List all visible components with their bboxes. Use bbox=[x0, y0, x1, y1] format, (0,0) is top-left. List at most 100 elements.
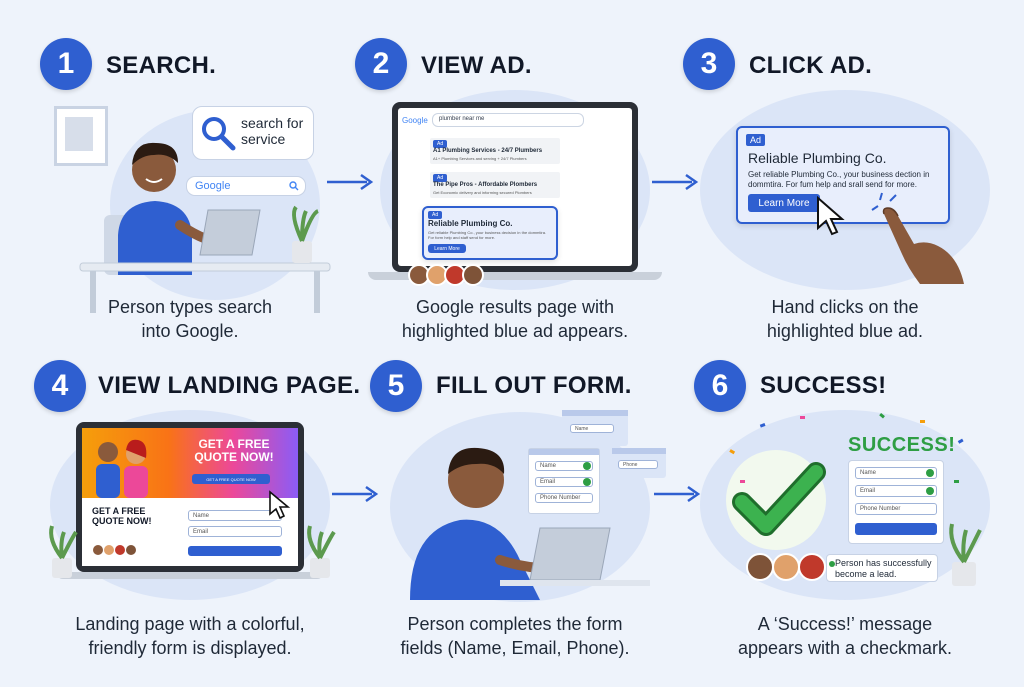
result-title: A1 Plumbing Services - 24/7 Plumbers bbox=[433, 148, 543, 154]
laptop-screen: Google plumber near me Ad A1 Plumbing Se… bbox=[398, 108, 632, 266]
learn-more-button[interactable]: Learn More bbox=[748, 194, 820, 212]
person-at-laptop bbox=[79, 142, 331, 313]
form-title-line-2: QUOTE NOW! bbox=[92, 516, 152, 526]
name-field[interactable]: Name bbox=[535, 461, 593, 471]
ad-tag: Ad bbox=[433, 140, 448, 148]
step-3-caption: Hand clicks on the highlighted blue ad. bbox=[680, 295, 1010, 343]
success-checkmark-icon bbox=[726, 450, 826, 550]
floating-card-2: Phone bbox=[612, 448, 666, 478]
learn-more-button[interactable]: Learn More bbox=[428, 244, 466, 253]
step-6: 6 SUCCESS! SUCCESS! Name Email Phone Num… bbox=[680, 350, 1010, 680]
person-typing bbox=[410, 447, 650, 600]
plant-right bbox=[307, 525, 336, 578]
success-headline: SUCCESS! bbox=[848, 434, 956, 456]
floating-phone-field: Phone bbox=[618, 460, 658, 469]
submit-button[interactable] bbox=[855, 523, 937, 535]
ad-tag: Ad bbox=[428, 211, 443, 219]
email-field[interactable]: Email bbox=[188, 526, 282, 537]
google-search-bar: Google bbox=[186, 176, 306, 196]
hero-people bbox=[96, 439, 148, 498]
check-icon bbox=[583, 478, 591, 486]
ad-desc-2: dommtira. For fum help and srall send fo… bbox=[748, 180, 917, 189]
submit-button[interactable] bbox=[188, 546, 282, 556]
mouse-cursor-icon bbox=[817, 196, 845, 236]
caption-line-1: A ‘Success!’ message bbox=[757, 614, 933, 634]
result-1: Ad A1 Plumbing Services - 24/7 Plumbers … bbox=[430, 138, 560, 164]
caption-line-2: friendly form is displayed. bbox=[88, 638, 292, 658]
success-form-card: Name Email Phone Number bbox=[848, 460, 944, 544]
phone-field[interactable]: Phone Number bbox=[535, 493, 593, 503]
avatar-group bbox=[408, 264, 484, 286]
phone-field[interactable]: Phone Number bbox=[855, 503, 937, 515]
search-query-bar: plumber near me bbox=[432, 113, 584, 127]
floating-card-1: Name bbox=[562, 410, 628, 446]
email-field[interactable]: Email bbox=[855, 485, 937, 497]
lead-text-1: Person has successfully bbox=[835, 558, 932, 568]
check-icon bbox=[829, 561, 835, 567]
arrow-2-to-3 bbox=[652, 173, 699, 191]
caption-line-2: appears with a checkmark. bbox=[737, 638, 953, 658]
bubble-text-1: search for bbox=[241, 115, 304, 131]
hero-cta-button[interactable]: GET A FREE QUOTE NOW bbox=[192, 474, 270, 484]
confetti bbox=[729, 412, 964, 483]
check-icon bbox=[926, 469, 934, 477]
step-5-title: FILL OUT FORM. bbox=[436, 372, 632, 399]
name-field[interactable]: Name bbox=[855, 467, 937, 479]
ad-desc-1: Get reliable Plumbing Co., your business… bbox=[748, 170, 930, 179]
hero-line-2: QUOTE NOW! bbox=[194, 450, 274, 464]
email-field[interactable]: Email bbox=[535, 477, 593, 487]
step-6-title: SUCCESS! bbox=[760, 372, 887, 399]
result-desc: A1+ Plumbing Services and serving + 24/7… bbox=[433, 156, 527, 161]
ad-tag: Ad bbox=[746, 134, 766, 146]
caption-line-1: Landing page with a colorful, bbox=[75, 614, 305, 634]
plant-right bbox=[949, 523, 982, 586]
magnifier-icon bbox=[202, 117, 236, 151]
step-6-badge: 6 bbox=[694, 360, 746, 412]
step-4-title: VIEW LANDING PAGE. bbox=[98, 372, 361, 399]
hero-headline: GET A FREE QUOTE NOW! bbox=[184, 438, 284, 464]
step-2-badge: 2 bbox=[355, 38, 407, 90]
result-title: The Pipe Pros - Affordable Plombers bbox=[433, 182, 538, 188]
step-1-caption: Person types search into Google. bbox=[25, 295, 355, 343]
step-4-badge: 4 bbox=[34, 360, 86, 412]
arrow-1-to-2 bbox=[327, 173, 374, 191]
caption-line-2: highlighted blue ad. bbox=[766, 321, 924, 341]
pointing-hand-icon bbox=[882, 207, 964, 284]
featured-title: Reliable Plumbing Co. bbox=[428, 219, 513, 228]
step-3-badge: 3 bbox=[683, 38, 735, 90]
ad-tag: Ad bbox=[433, 174, 448, 182]
caption-line-1: Google results page with bbox=[415, 297, 615, 317]
arrow-4-to-5 bbox=[332, 485, 379, 503]
mini-avatars bbox=[93, 545, 136, 555]
laptop-base bbox=[368, 272, 662, 280]
mouse-cursor-icon bbox=[269, 490, 291, 520]
wall-frame bbox=[54, 106, 108, 166]
caption-line-2: fields (Name, Email, Phone). bbox=[400, 638, 630, 658]
step-1-title: SEARCH. bbox=[106, 52, 217, 79]
step-4-caption: Landing page with a colorful, friendly f… bbox=[25, 612, 355, 660]
search-query: plumber near me bbox=[439, 116, 485, 122]
step-3-title: CLICK AD. bbox=[749, 52, 873, 79]
search-icon bbox=[289, 181, 299, 191]
step-5-caption: Person completes the form fields (Name, … bbox=[350, 612, 680, 660]
featured-ad[interactable]: Ad Reliable Plumbing Co. Get reliable Pl… bbox=[422, 206, 558, 260]
click-sparks-icon bbox=[871, 192, 897, 211]
step-2-title: VIEW AD. bbox=[421, 52, 532, 79]
result-desc: Get Economic delivery and informing secu… bbox=[433, 190, 532, 195]
floating-name-field: Name bbox=[570, 424, 614, 433]
ad-card[interactable]: Ad Reliable Plumbing Co. Get reliable Pl… bbox=[736, 126, 950, 224]
arrow-5-to-6 bbox=[654, 485, 701, 503]
check-icon bbox=[583, 462, 591, 470]
step-5-badge: 5 bbox=[370, 360, 422, 412]
step-3: 3 CLICK AD. Ad Reliable Plumbing Co. Get… bbox=[680, 30, 1010, 360]
caption-line-1: Person completes the form bbox=[407, 614, 623, 634]
form-title: GET A FREE QUOTE NOW! bbox=[92, 506, 152, 526]
step-2-caption: Google results page with highlighted blu… bbox=[350, 295, 680, 343]
step-1-badge: 1 bbox=[40, 38, 92, 90]
result-2: Ad The Pipe Pros - Affordable Plombers G… bbox=[430, 172, 560, 198]
form-title-line-1: GET A FREE bbox=[92, 506, 146, 516]
step-6-caption: A ‘Success!’ message appears with a chec… bbox=[680, 612, 1010, 660]
lead-avatars bbox=[746, 553, 826, 581]
ad-title: Reliable Plumbing Co. bbox=[748, 150, 887, 166]
lead-text-2: become a lead. bbox=[835, 569, 897, 579]
